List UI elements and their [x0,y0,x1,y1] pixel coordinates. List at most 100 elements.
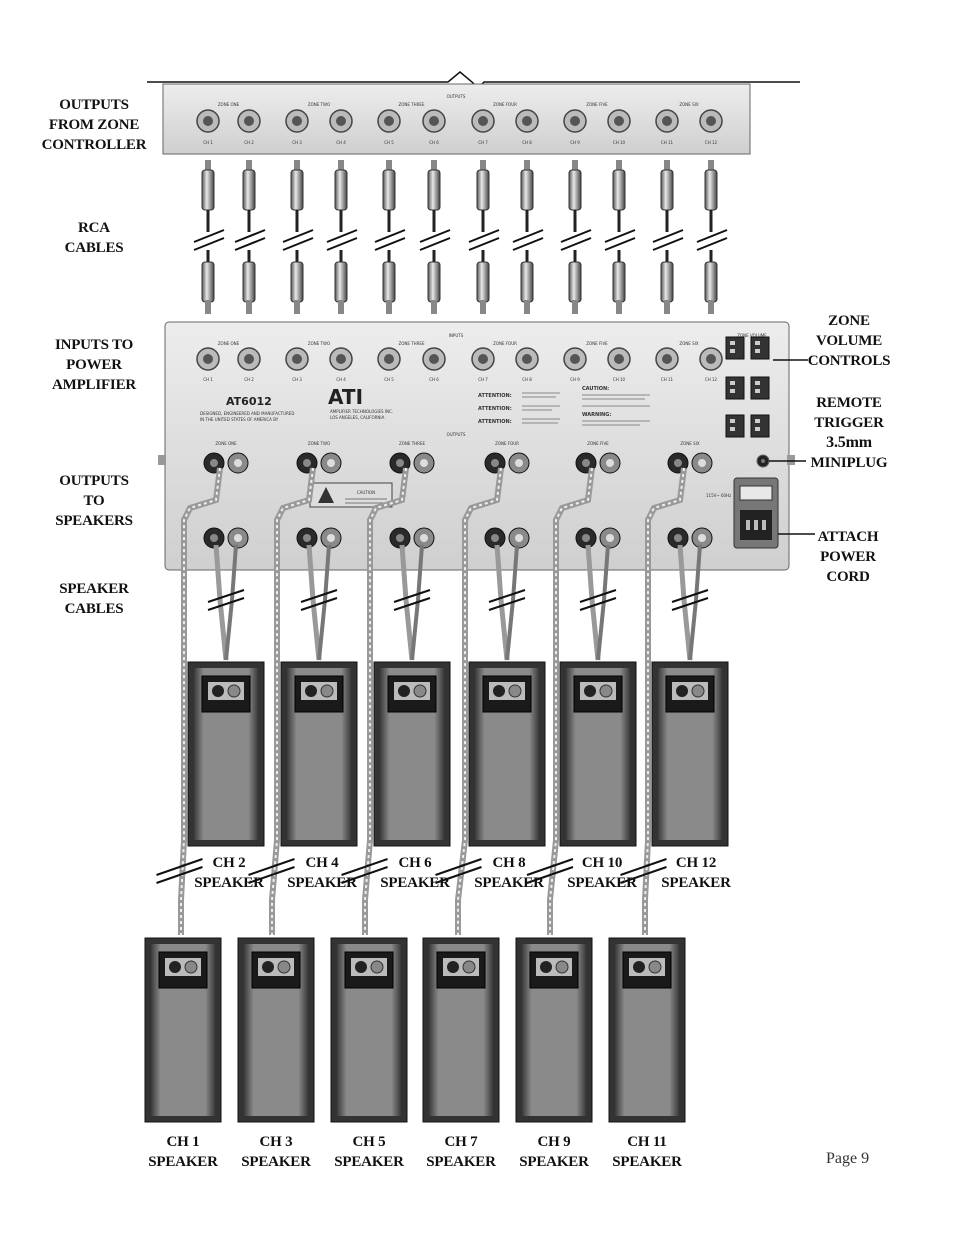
speaker-cable-pair [341,467,431,935]
label-line: SPEAKER [380,875,450,891]
controller-channel-label: CH 12 [705,140,718,145]
speaker-output-terminal[interactable] [575,527,621,549]
speaker-output-terminal[interactable] [389,527,435,549]
speaker-terminal-negative[interactable] [493,685,505,697]
speaker-terminal-negative[interactable] [212,685,224,697]
amp-channel-label: CH 9 [570,377,580,382]
amp-channel-label: CH 6 [429,377,439,382]
upper-speakers-row [187,661,729,847]
jack-center [662,354,672,364]
speaker-output-terminal[interactable] [667,527,713,549]
speaker-terminal-positive[interactable] [227,684,241,698]
speaker-terminal-negative[interactable] [633,961,645,973]
jack-center [570,116,580,126]
rca-plug-tip [572,160,578,172]
rca-plug-body [704,261,718,303]
rca-cable [652,160,684,314]
speaker-terminal-positive[interactable] [413,684,427,698]
amp-channel-label: CH 7 [478,377,488,382]
speaker-terminal-positive[interactable] [599,684,613,698]
break-mark [560,237,592,251]
speaker-terminal-negative[interactable] [540,961,552,973]
break-mark [419,237,451,251]
speaker-terminal-negative[interactable] [676,685,688,697]
rca-plug-tip [431,300,437,314]
speaker-terminal-positive[interactable] [555,960,569,974]
speaker-terminal-positive[interactable] [508,684,522,698]
amp-output-zone-label: ZONE TWO [308,441,330,446]
break-mark [579,597,617,611]
speaker-wire [505,544,519,661]
label-speaker-cables: SPEAKER CABLES [59,579,129,619]
rca-plug-body [382,261,396,303]
speaker-terminal-negative[interactable] [305,685,317,697]
amp-usa: IN THE UNITED STATES OF AMERICA BY [200,417,279,422]
dip-switch [755,389,760,393]
dip-switch [755,349,760,353]
speaker-output-terminal[interactable] [203,527,249,549]
jack-center [384,116,394,126]
speaker-terminal-negative[interactable] [584,685,596,697]
zone-volume-control[interactable] [725,336,745,360]
label-line: ATTACH [817,529,879,545]
speaker-terminal-negative[interactable] [355,961,367,973]
controller-channel-label: CH 10 [613,140,626,145]
speaker-cabinet [559,661,637,847]
speaker-terminal-positive[interactable] [648,960,662,974]
speaker-terminal-negative[interactable] [262,961,274,973]
speaker-terminal-positive[interactable] [370,960,384,974]
speaker-terminal-negative[interactable] [169,961,181,973]
jack-center [429,116,439,126]
controller-zone-label: ZONE THREE [399,102,425,107]
label-line: SPEAKER [334,1154,404,1170]
terminal-cap [698,459,706,467]
rca-plug-body [520,261,534,303]
label-line: RCA [78,220,110,236]
zone-volume-control[interactable] [750,336,770,360]
controller-channel-label: CH 1 [203,140,213,145]
speaker-wire [399,544,415,661]
dip-switch [730,389,735,393]
zone-volume-control[interactable] [750,376,770,400]
rca-plug-tip [616,160,622,172]
speaker-wire [317,544,331,661]
label-line: FROM ZONE [48,117,140,133]
speaker-output-terminal[interactable] [484,527,530,549]
zone-volume-control[interactable] [750,414,770,438]
speaker-output-terminal[interactable] [296,527,342,549]
label-line: OUTPUTS [59,473,129,489]
amp-output-zone-label: ZONE SIX [680,441,699,446]
speaker-terminal-negative[interactable] [447,961,459,973]
terminal-cap [420,534,428,542]
break-mark [488,597,526,611]
speaker-terminal-positive[interactable] [691,684,705,698]
rca-plug-body [520,169,534,211]
amp-warning: WARNING: [582,412,611,418]
label-line: SPEAKER [148,1154,218,1170]
terminal-cap [515,459,523,467]
amp-outputs-header: OUTPUTS [447,432,466,437]
power-inlet: 115V~ 60Hz [706,477,815,549]
amp-channel-label: CH 10 [613,377,626,382]
rca-cable [468,160,500,314]
speaker-terminal-positive[interactable] [184,960,198,974]
speaker-terminal-positive[interactable] [462,960,476,974]
terminal-cap [515,534,523,542]
speaker-output-terminal[interactable] [667,452,713,474]
zone-volume-control[interactable] [725,414,745,438]
speaker-terminal-positive[interactable] [320,684,334,698]
amp-attention-1: ATTENTION: [478,393,512,399]
rca-plug-body [660,169,674,211]
label-line: SPEAKER [612,1154,682,1170]
label-outputs-from-zone-controller: OUTPUTS FROM ZONE CONTROLLER [42,95,147,155]
terminal-cap [210,459,218,467]
break-mark [207,589,245,603]
speaker-wire-braid [180,467,221,935]
speaker-terminal-positive[interactable] [277,960,291,974]
zone-volume-control[interactable] [725,376,745,400]
speaker-terminal-negative[interactable] [398,685,410,697]
amp-city: LOS ANGELES, CALIFORNIA [330,415,385,420]
